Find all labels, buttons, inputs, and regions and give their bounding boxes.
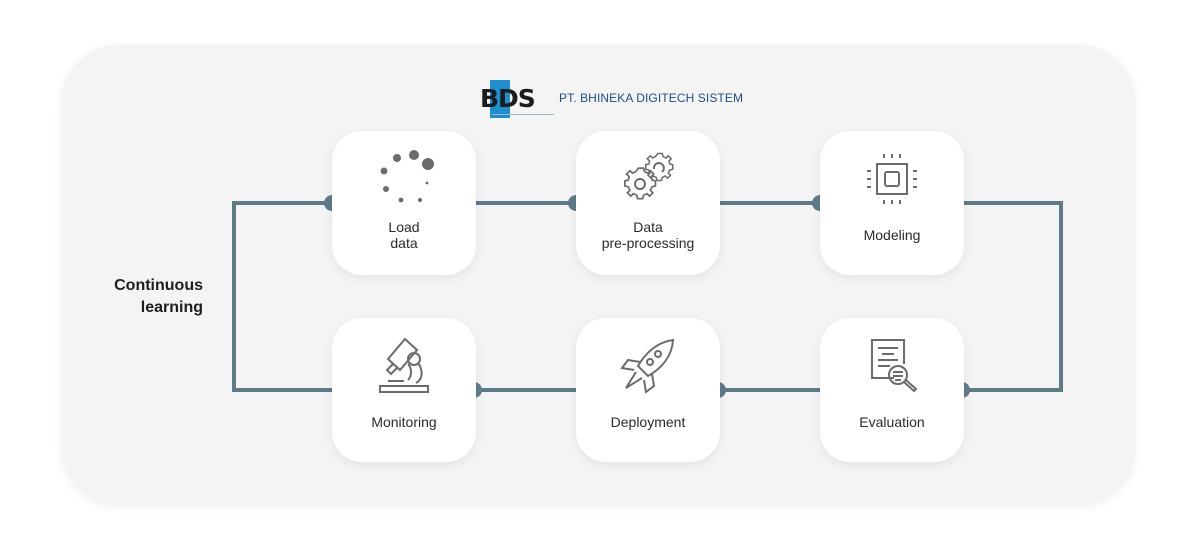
step-card-deployment: Deployment: [576, 318, 720, 462]
chip-icon: [862, 149, 922, 209]
step-label: Monitoring: [371, 414, 437, 430]
gears-icon: [618, 149, 678, 209]
bds-logo-mark: BDS: [480, 80, 556, 118]
step-card-load-data: Load data: [332, 131, 476, 275]
loop-connector-left: [232, 201, 332, 392]
step-label: Deployment: [610, 414, 686, 430]
step-card-monitoring: Monitoring: [332, 318, 476, 462]
loop-connector-right: [962, 201, 1063, 392]
company-name: PT. BHINEKA DIGITECH SISTEM: [559, 91, 744, 105]
continuous-learning-label: Continuous learning: [114, 277, 203, 316]
loading-dots-icon: [374, 149, 434, 209]
logo-blue-block: [490, 80, 510, 118]
logo-underline: [492, 114, 554, 115]
document-magnifier-icon: [862, 336, 922, 396]
step-label: Load data: [388, 219, 420, 251]
step-label: Evaluation: [859, 414, 925, 430]
step-label: Modeling: [863, 227, 921, 243]
step-card-evaluation: Evaluation: [820, 318, 964, 462]
rocket-icon: [618, 336, 678, 396]
logo-mark-text: BDS: [480, 84, 536, 113]
step-card-data-preprocessing: Data pre-processing: [576, 131, 720, 275]
company-logo: BDS PT. BHINEKA DIGITECH SISTEM: [480, 78, 743, 118]
step-label: Data pre-processing: [601, 219, 695, 251]
step-card-modeling: Modeling: [820, 131, 964, 275]
microscope-icon: [374, 336, 434, 396]
